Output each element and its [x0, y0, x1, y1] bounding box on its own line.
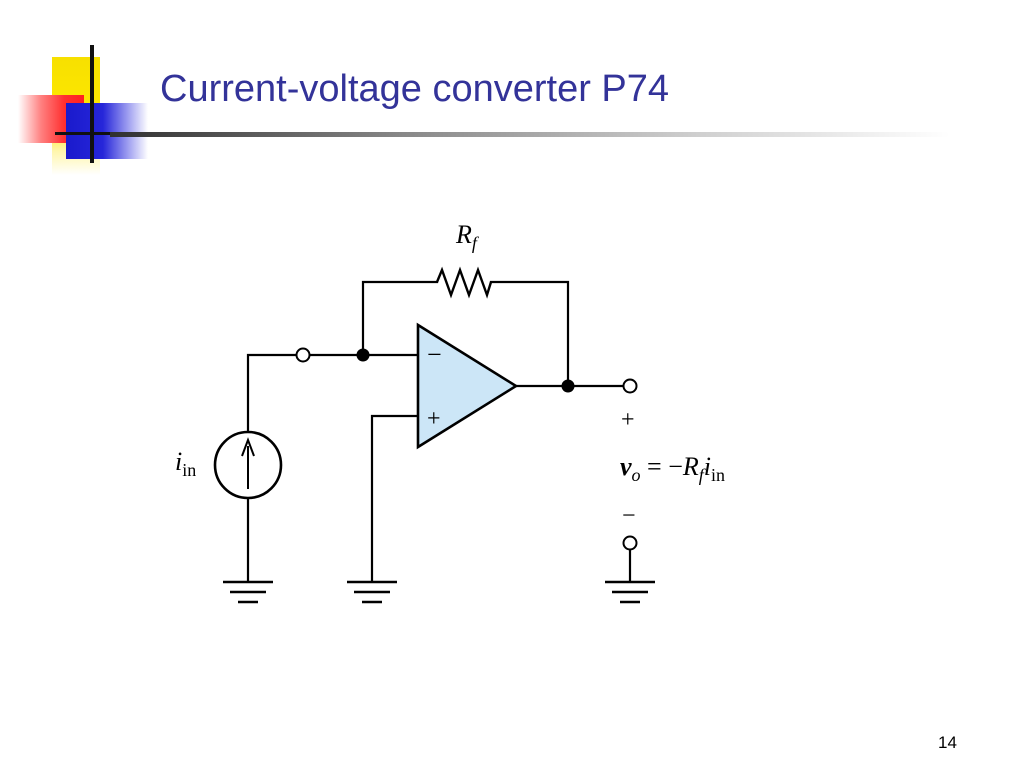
- logo-blue-square: [66, 103, 148, 159]
- output-plus-sign: +: [621, 407, 635, 433]
- output-terminal-positive: [622, 378, 638, 394]
- current-source-label: iin: [175, 447, 196, 480]
- output-terminal-negative: [622, 535, 638, 551]
- opamp-inverting-sign: −: [427, 340, 442, 369]
- junction-node-output: [561, 379, 575, 393]
- title-underline-rule: [110, 132, 950, 137]
- resistor-rf-zigzag: [435, 266, 493, 299]
- ground-symbol-source: [223, 580, 273, 604]
- opamp-noninverting-sign: +: [427, 406, 441, 432]
- current-source-arrow-head: [241, 437, 255, 457]
- wire-noninverting-ground: [370, 414, 420, 582]
- input-terminal: [295, 347, 311, 363]
- slide-title: Current-voltage converter P74: [160, 68, 670, 110]
- resistor-rf-label: Rf: [455, 220, 480, 253]
- opamp-triangle: [416, 322, 519, 450]
- output-minus-sign: −: [622, 503, 636, 529]
- output-voltage-equation: vo = −Rfiin: [620, 452, 725, 485]
- junction-node-input: [356, 348, 370, 362]
- slide-page-number: 14: [938, 733, 957, 752]
- logo-vertical-line: [90, 45, 94, 163]
- slide-logo-decoration: [0, 0, 170, 190]
- ground-symbol-opamp: [347, 580, 397, 604]
- ground-symbol-output: [605, 580, 655, 604]
- wire-source-top: [246, 353, 298, 434]
- logo-horizontal-line: [55, 132, 115, 135]
- wire-feedback-left: [361, 280, 439, 357]
- wire-feedback-right: [489, 280, 570, 388]
